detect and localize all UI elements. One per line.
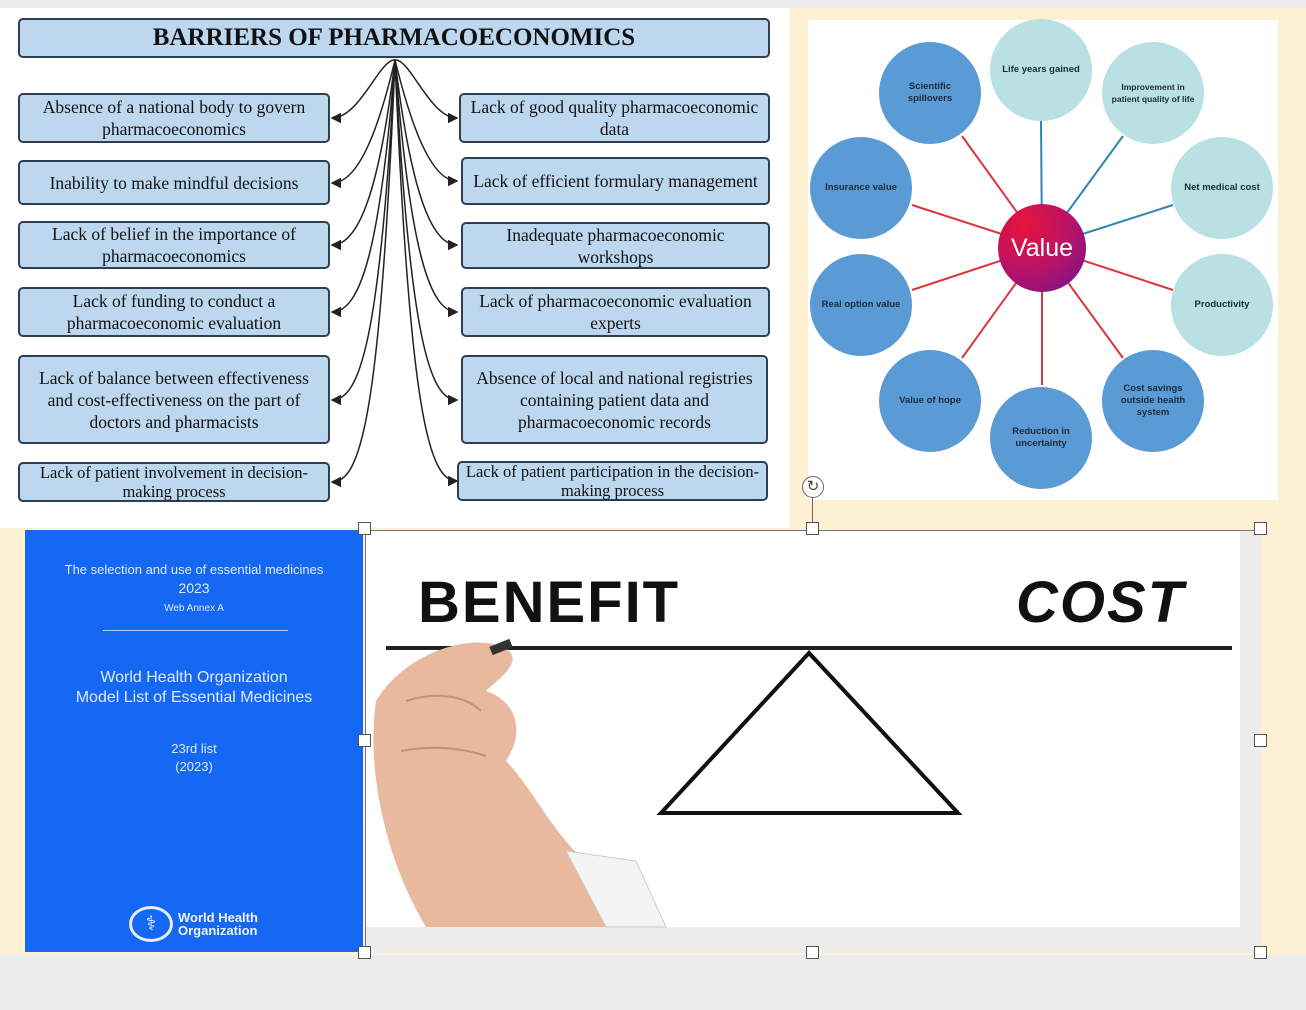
value-diagram-image[interactable]: Life years gained Improvement in patient… [808,19,1278,500]
node-scientific-spillovers: Scientific spillovers [879,42,981,144]
node-net-medical-cost: Net medical cost [1171,137,1273,239]
node-insurance-value: Insurance value [810,137,912,239]
who-logo-text2: Organization [178,923,258,938]
rotate-stem [812,498,813,528]
who-logo-text1: World Health [178,910,258,925]
node-reduction-uncertainty: Reduction in uncertainty [990,387,1092,489]
barriers-image[interactable]: BARRIERS OF PHARMACOECONOMICS Absence of… [0,8,790,528]
who-year: 2023 [178,580,210,596]
divider [103,630,288,631]
resize-handle-r[interactable] [1254,734,1267,747]
who-cover-image[interactable]: The selection and use of essential medic… [25,530,363,952]
node-value-of-hope: Value of hope [879,350,981,452]
node-productivity: Productivity [1171,254,1273,356]
cost-label: COST [1016,570,1186,635]
resize-handle-bl[interactable] [358,946,371,959]
barrier-left-5: Lack of balance between effectiveness an… [18,355,330,444]
node-life-years: Life years gained [990,19,1092,121]
who-list-year: (2023) [175,759,213,774]
resize-handle-l[interactable] [358,734,371,747]
resize-handle-t[interactable] [806,522,819,535]
barrier-right-6: Lack of patient participation in the dec… [457,461,768,501]
rotate-handle-icon[interactable]: ↻ [802,476,824,498]
connector-arrow [330,59,396,189]
resize-handle-tl[interactable] [358,522,371,535]
connector-arrow [394,59,459,487]
barrier-left-1: Absence of a national body to govern pha… [18,93,330,143]
value-center: Value [998,204,1086,292]
benefit-label: BENEFIT [418,570,681,635]
connector-arrow [394,59,459,318]
node-quality-of-life: Improvement in patient quality of life [1102,42,1204,144]
who-emblem-icon: ⚕ [129,906,173,942]
who-line1: World Health Organization [100,669,288,686]
connector-arrow [394,59,459,187]
barrier-right-4: Lack of pharmacoeconomic evaluation expe… [461,287,770,337]
barrier-left-3: Lack of belief in the importance of phar… [18,221,330,269]
barrier-right-2: Lack of efficient formulary management [461,157,770,205]
who-subtitle: The selection and use of essential medic… [64,562,324,577]
benefit-cost-image[interactable]: BENEFIT COST [365,530,1261,953]
connector-arrow [330,59,396,318]
who-line2: Model List of Essential Medicines [75,689,313,706]
barrier-left-4: Lack of funding to conduct a pharmacoeco… [18,287,330,337]
connector-arrow [330,59,396,488]
barrier-left-2: Inability to make mindful decisions [18,160,330,205]
connector-arrow [394,59,459,406]
who-annex: Web Annex A [164,603,224,614]
barrier-right-1: Lack of good quality pharmacoeconomic da… [459,93,770,143]
connector-arrows [330,59,459,488]
connector-arrow [394,59,459,251]
connector-arrow [394,59,459,124]
barriers-title: BARRIERS OF PHARMACOECONOMICS [18,18,770,58]
connector-arrow [330,59,396,251]
who-list: 23rd list [171,741,217,756]
barrier-right-3: Inadequate pharmacoeconomic workshops [461,222,770,269]
barrier-left-6: Lack of patient involvement in decision-… [18,462,330,502]
connector-arrow [330,59,396,124]
barrier-right-5: Absence of local and national registries… [461,355,768,444]
resize-handle-br[interactable] [1254,946,1267,959]
node-cost-savings: Cost savings outside health system [1102,350,1204,452]
resize-handle-tr[interactable] [1254,522,1267,535]
node-real-option: Real option value [810,254,912,356]
resize-handle-b[interactable] [806,946,819,959]
connector-arrow [330,59,396,406]
